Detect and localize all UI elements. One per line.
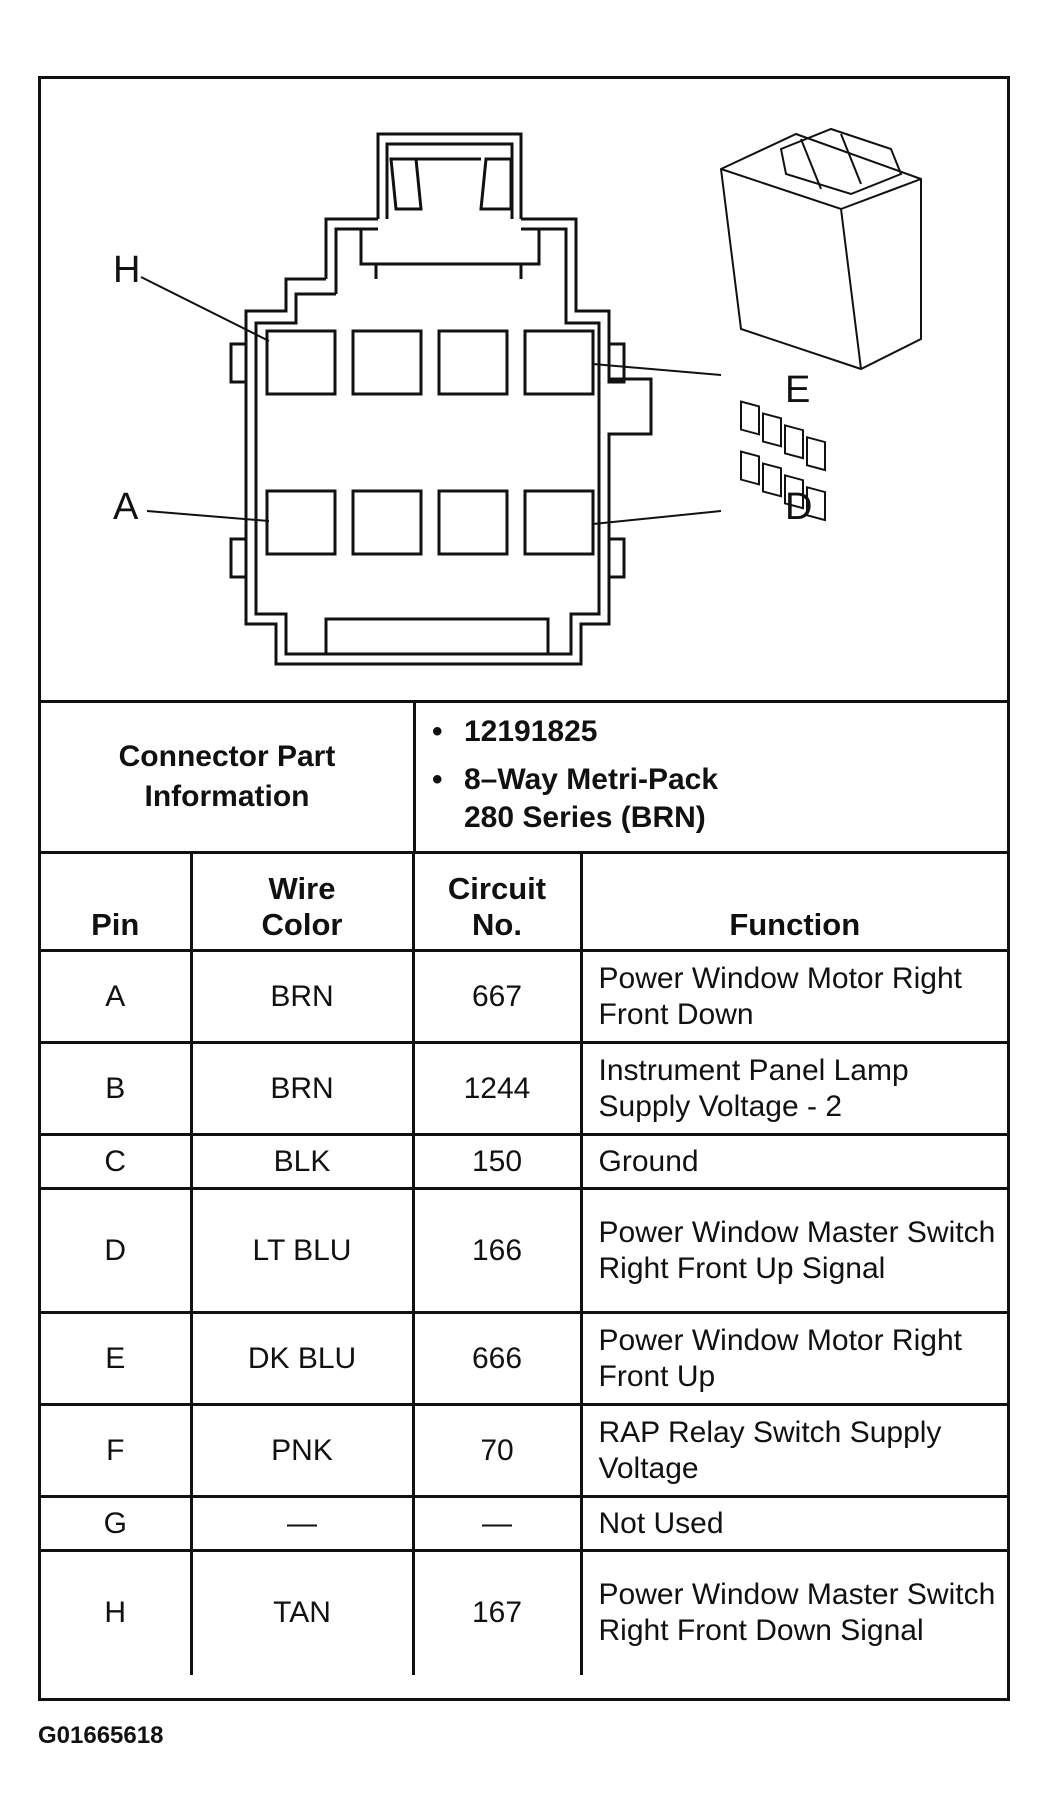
header-function: Function <box>579 854 1007 952</box>
header-circuit-no: Circuit No. <box>411 854 583 952</box>
connector-info-heading-cell: Connector Part Information <box>41 703 416 851</box>
leader-line-a <box>146 510 270 522</box>
figure-id: G01665618 <box>38 1722 164 1749</box>
function-cell: Not Used <box>579 1495 1007 1552</box>
function-cell: Ground <box>579 1133 1007 1190</box>
function-cell: RAP Relay Switch Supply Voltage <box>579 1403 1007 1498</box>
part-number: 12191825 <box>464 715 598 748</box>
cavity-e <box>523 329 595 396</box>
cavity-c <box>437 489 509 556</box>
cavity-a <box>265 489 337 556</box>
description-line1: 8–Way Metri-Pack <box>464 763 719 796</box>
connector-info-details: • 12191825 • 8–Way Metri-Pack 280 Series… <box>416 703 1007 851</box>
circuit-no-cell: — <box>411 1495 583 1552</box>
header-wire-color: Wire Color <box>189 854 415 952</box>
circuit-no-cell: 167 <box>411 1549 583 1675</box>
wire-color-cell: LT BLU <box>189 1187 415 1314</box>
pin-label-a: A <box>113 486 139 528</box>
pin-cell: H <box>41 1549 193 1675</box>
circuit-no-cell: 666 <box>411 1311 583 1406</box>
pin-cell: A <box>41 949 193 1044</box>
cavity-f <box>437 329 509 396</box>
circuit-no-cell: 667 <box>411 949 583 1044</box>
wire-color-cell: BRN <box>189 949 415 1044</box>
leader-line-e <box>592 363 722 376</box>
connector-figure-frame: H E A D Connector Part Information • 121… <box>38 76 1010 1701</box>
bullet-icon: • <box>432 763 443 796</box>
function-cell: Power Window Master Switch Right Front U… <box>579 1187 1007 1314</box>
connector-part-info: Connector Part Information • 12191825 • … <box>41 703 1007 854</box>
header-pin: Pin <box>41 854 193 952</box>
leader-line-d <box>592 510 722 525</box>
leader-line-h <box>140 276 270 342</box>
pin-cell: B <box>41 1041 193 1136</box>
wire-color-cell: PNK <box>189 1403 415 1498</box>
part-number-item: • 12191825 <box>432 713 598 751</box>
wire-color-cell: DK BLU <box>189 1311 415 1406</box>
connector-body-outline <box>244 217 653 666</box>
pin-cell: E <box>41 1311 193 1406</box>
cavity-g <box>351 329 423 396</box>
pin-cell: F <box>41 1403 193 1498</box>
cavity-h <box>265 329 337 396</box>
table-header-row: Pin Wire Color Circuit No. Function <box>41 854 1007 952</box>
cavity-d <box>523 489 595 556</box>
connector-info-heading: Connector Part Information <box>118 740 336 813</box>
circuit-no-cell: 70 <box>411 1403 583 1498</box>
pin-cell: G <box>41 1495 193 1552</box>
wire-color-cell: TAN <box>189 1549 415 1675</box>
connector-3d-sketch <box>719 127 922 522</box>
wire-color-cell: BRN <box>189 1041 415 1136</box>
circuit-no-cell: 1244 <box>411 1041 583 1136</box>
cavity-b <box>351 489 423 556</box>
bullet-icon: • <box>432 715 443 748</box>
function-cell: Power Window Motor Right Front Down <box>579 949 1007 1044</box>
wire-color-cell: — <box>189 1495 415 1552</box>
pin-cell: C <box>41 1133 193 1190</box>
pin-cell: D <box>41 1187 193 1314</box>
pin-label-d: D <box>785 486 813 528</box>
function-cell: Power Window Master Switch Right Front D… <box>579 1549 1007 1675</box>
description-item: • 8–Way Metri-Pack 280 Series (BRN) <box>432 761 719 837</box>
circuit-no-cell: 150 <box>411 1133 583 1190</box>
circuit-no-cell: 166 <box>411 1187 583 1314</box>
latch-outer <box>376 132 523 219</box>
bottom-latch <box>324 617 550 656</box>
pin-label-e: E <box>785 369 811 411</box>
connector-diagram: H E A D <box>41 79 1007 703</box>
pin-label-h: H <box>113 249 141 291</box>
table-row: G——Not Used <box>41 1495 1007 1552</box>
description-line2: 280 Series (BRN) <box>464 801 706 834</box>
wire-color-cell: BLK <box>189 1133 415 1190</box>
function-cell: Instrument Panel Lamp Supply Voltage - 2 <box>579 1041 1007 1136</box>
function-cell: Power Window Motor Right Front Up <box>579 1311 1007 1406</box>
connector-face-drawing <box>140 127 922 666</box>
